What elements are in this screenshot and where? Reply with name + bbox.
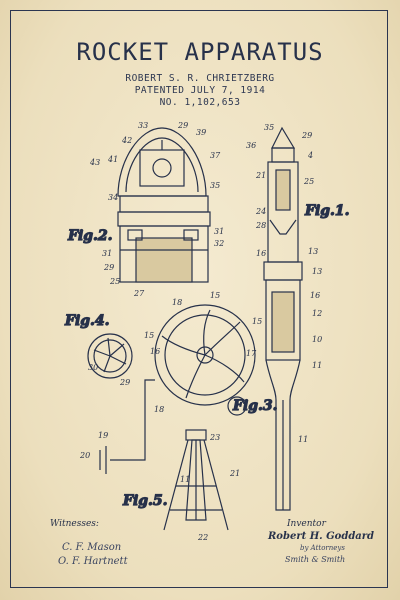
svg-text:17: 17 (246, 349, 257, 358)
svg-text:29: 29 (103, 263, 114, 272)
svg-text:18: 18 (172, 298, 182, 307)
inventor-name: ROBERT S. R. CHRIETZBERG (125, 73, 275, 84)
svg-text:24: 24 (255, 207, 266, 216)
svg-text:34: 34 (108, 193, 118, 202)
svg-text:32: 32 (214, 239, 224, 248)
svg-text:15: 15 (144, 331, 154, 340)
svg-text:31: 31 (214, 227, 224, 236)
svg-text:11: 11 (312, 361, 322, 370)
svg-text:11: 11 (180, 475, 190, 484)
svg-text:25: 25 (303, 177, 314, 186)
svg-text:21: 21 (229, 469, 240, 478)
patent-date: PATENTED JULY 7, 1914 (134, 85, 266, 96)
svg-text:10: 10 (312, 335, 322, 344)
fig4-drawing (87, 333, 133, 379)
attorney-line: by Attorneys (300, 544, 345, 552)
svg-text:19: 19 (98, 431, 108, 440)
svg-text:25: 25 (109, 277, 120, 286)
svg-text:23: 23 (209, 433, 220, 442)
svg-text:42: 42 (121, 136, 132, 145)
inventor-signature: Robert H. Goddard (268, 531, 375, 542)
svg-text:41: 41 (107, 155, 118, 164)
svg-text:22: 22 (197, 533, 208, 542)
svg-text:33: 33 (138, 121, 148, 130)
svg-text:37: 37 (210, 151, 221, 160)
fig3-label: Fig.3. (232, 398, 278, 414)
inventor-label: Inventor (287, 519, 326, 529)
svg-text:27: 27 (133, 289, 145, 298)
fig2-drawing (117, 127, 211, 283)
svg-text:15: 15 (210, 291, 220, 300)
fig5-drawing (154, 304, 256, 416)
svg-text:11: 11 (298, 435, 308, 444)
border-frame (10, 10, 388, 588)
svg-text:39: 39 (196, 128, 206, 137)
attorney-signature: Smith & Smith (285, 555, 346, 564)
svg-text:16: 16 (310, 291, 320, 300)
circuit-wire (99, 379, 155, 474)
svg-text:36: 36 (246, 141, 256, 150)
patent-number: NO. 1,102,653 (159, 97, 241, 108)
fig4-label: Fig.4. (64, 313, 110, 329)
svg-text:30: 30 (88, 363, 98, 372)
svg-text:29: 29 (301, 131, 312, 140)
witness-2-signature: O. F. Hartnett (58, 556, 128, 567)
fig3-drawing (163, 429, 229, 531)
svg-text:29: 29 (177, 121, 188, 130)
svg-text:12: 12 (312, 309, 322, 318)
svg-text:29: 29 (119, 378, 130, 387)
fig5-label: Fig.5. (122, 493, 168, 509)
reference-numerals: 33 29 39 42 41 37 43 35 34 31 32 31 29 25 27 35… (79, 121, 322, 542)
witnesses-label: Witnesses: (50, 519, 99, 529)
svg-text:15: 15 (252, 317, 262, 326)
svg-text:31: 31 (102, 249, 112, 258)
svg-text:18: 18 (154, 405, 164, 414)
svg-text:13: 13 (312, 267, 322, 276)
svg-text:16: 16 (150, 347, 160, 356)
fig1-label: Fig.1. (304, 203, 350, 219)
svg-text:28: 28 (255, 221, 266, 230)
page-title: ROCKET APPARATUS (76, 38, 324, 66)
svg-text:43: 43 (89, 158, 100, 167)
fig2-label: Fig.2. (67, 228, 113, 244)
svg-text:35: 35 (210, 181, 220, 190)
svg-text:4: 4 (307, 151, 313, 160)
svg-text:13: 13 (308, 247, 318, 256)
svg-text:20: 20 (79, 451, 90, 460)
svg-text:35: 35 (264, 123, 274, 132)
fig1-drawing (263, 126, 303, 511)
witness-1-signature: C. F. Mason (62, 542, 122, 553)
svg-text:16: 16 (256, 249, 266, 258)
svg-text:21: 21 (255, 171, 266, 180)
